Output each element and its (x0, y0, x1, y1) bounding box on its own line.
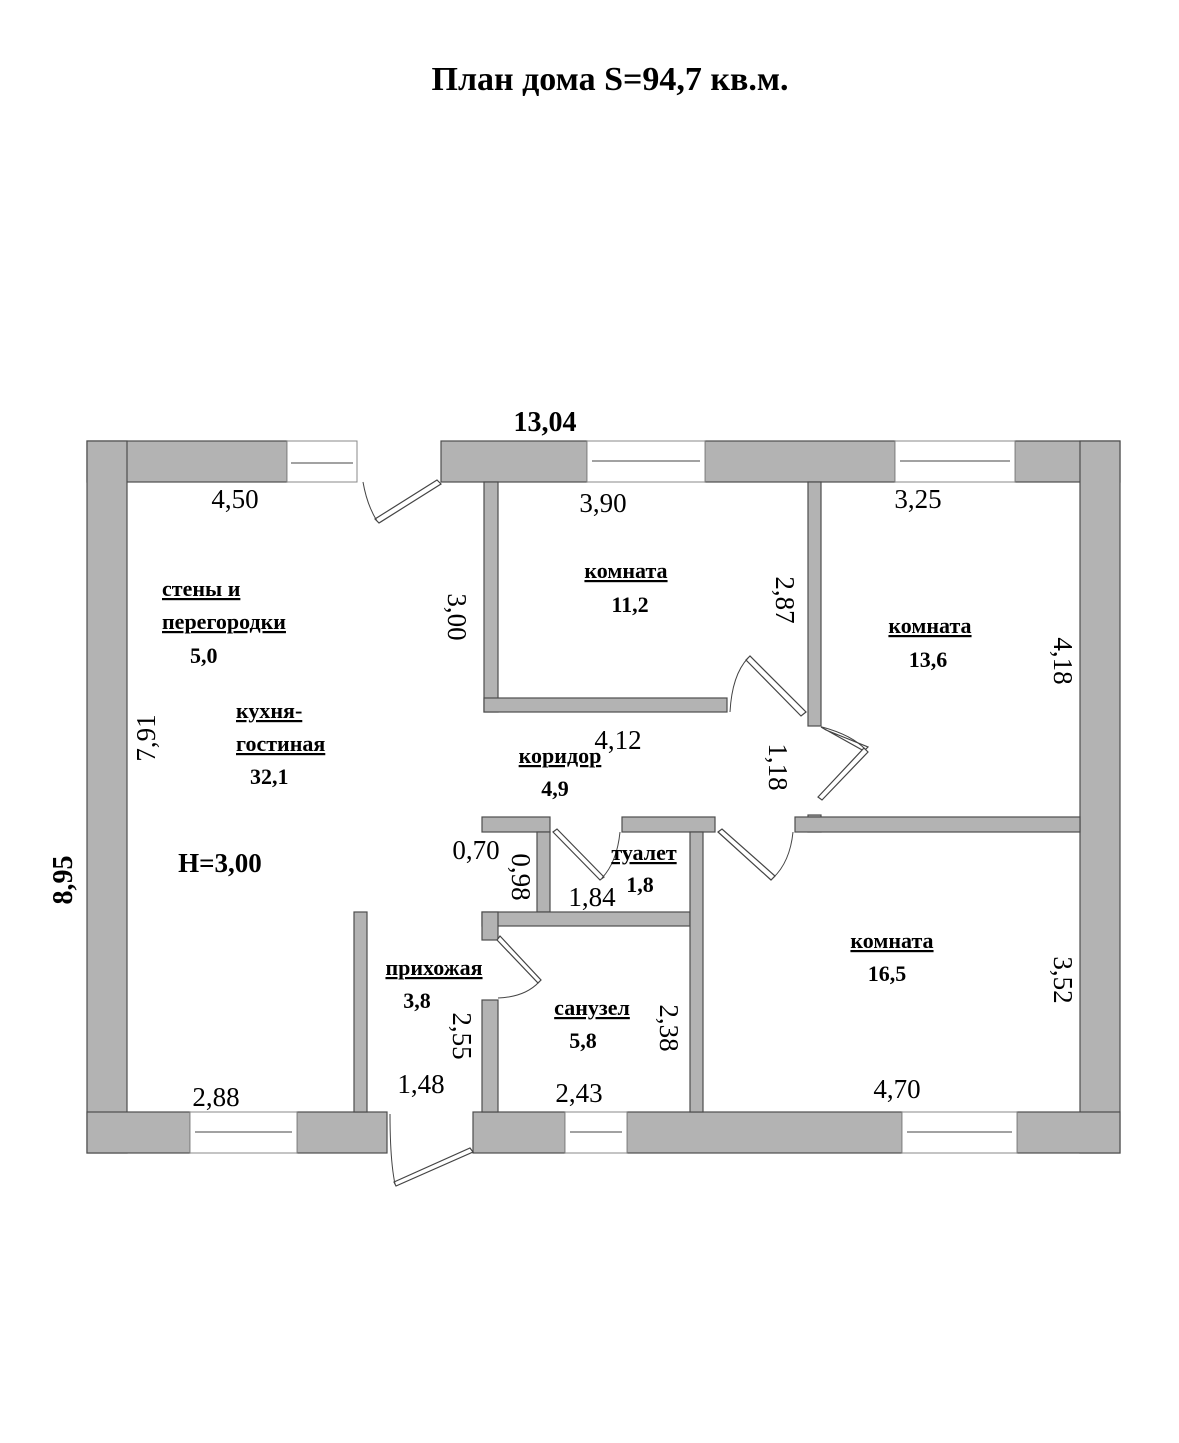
toilet-area: 1,8 (626, 872, 654, 897)
corridor-area: 4,9 (541, 776, 569, 801)
dim-corridor-len: 4,12 (594, 725, 641, 755)
kitchen-area: 32,1 (250, 764, 289, 789)
door-entrance-bottom (393, 1147, 474, 1187)
dim-kitchen-top: 4,50 (211, 484, 258, 514)
door-room1 (745, 655, 807, 717)
door-toilet (552, 828, 605, 881)
dim-kitchen-inner: 3,00 (442, 593, 472, 640)
dim-kitchen-bottom: 2,88 (192, 1082, 239, 1112)
interior-walls (353, 481, 1081, 1113)
dim-kitchen-side: 7,91 (131, 714, 161, 761)
dim-corridor-w: 1,18 (763, 743, 793, 790)
dim-toilet-a: 0,70 (452, 835, 499, 865)
dim-room1-top: 3,90 (579, 488, 626, 518)
hall-area: 3,8 (403, 988, 431, 1013)
door-room2 (820, 726, 870, 752)
door-bathroom (496, 935, 542, 984)
dim-room3-side: 3,52 (1048, 956, 1078, 1003)
room3-label: комната (850, 928, 933, 953)
room1-label: комната (584, 558, 667, 583)
outer-walls (86, 440, 1121, 1154)
dim-bath-bottom: 2,43 (555, 1078, 602, 1108)
ceiling-height: H=3,00 (178, 848, 262, 878)
dim-room1-side: 2,87 (770, 576, 800, 623)
bathroom-area: 5,8 (569, 1028, 597, 1053)
walls-label-1: стены и (162, 576, 241, 601)
walls-area: 5,0 (190, 643, 218, 668)
door-entrance-top (374, 479, 442, 524)
corridor-label: коридор (519, 743, 602, 768)
dim-room2-top: 3,25 (894, 484, 941, 514)
dim-toilet-c: 1,84 (568, 882, 616, 912)
kitchen-label-1: кухня- (236, 698, 302, 723)
dim-toilet-b: 0,98 (506, 853, 536, 900)
dimensions: 4,50 7,91 2,88 3,00 3,90 2,87 3,25 4,18 … (131, 484, 1078, 1112)
dim-hall-side: 2,55 (447, 1012, 477, 1059)
dim-hall-bottom: 1,48 (397, 1069, 444, 1099)
door-room3 (717, 828, 776, 881)
plan-title: План дома S=94,7 кв.м. (432, 61, 789, 98)
overall-width: 13,04 (514, 407, 577, 438)
room2-area: 13,6 (909, 647, 948, 672)
bathroom-label: санузел (554, 995, 630, 1020)
walls-label-2: перегородки (162, 609, 286, 634)
room1-area: 11,2 (611, 592, 648, 617)
hall-label: прихожая (385, 955, 482, 980)
dim-room2-side: 4,18 (1048, 637, 1078, 684)
dim-bath-side: 2,38 (654, 1004, 684, 1051)
dim-room3-bottom: 4,70 (873, 1074, 920, 1104)
kitchen-label-2: гостиная (236, 731, 325, 756)
doors (362, 479, 870, 1187)
room2-label: комната (888, 613, 971, 638)
toilet-label: туалет (611, 840, 677, 865)
overall-depth: 8,95 (48, 856, 79, 905)
windows (189, 440, 1018, 1154)
room3-area: 16,5 (868, 961, 907, 986)
